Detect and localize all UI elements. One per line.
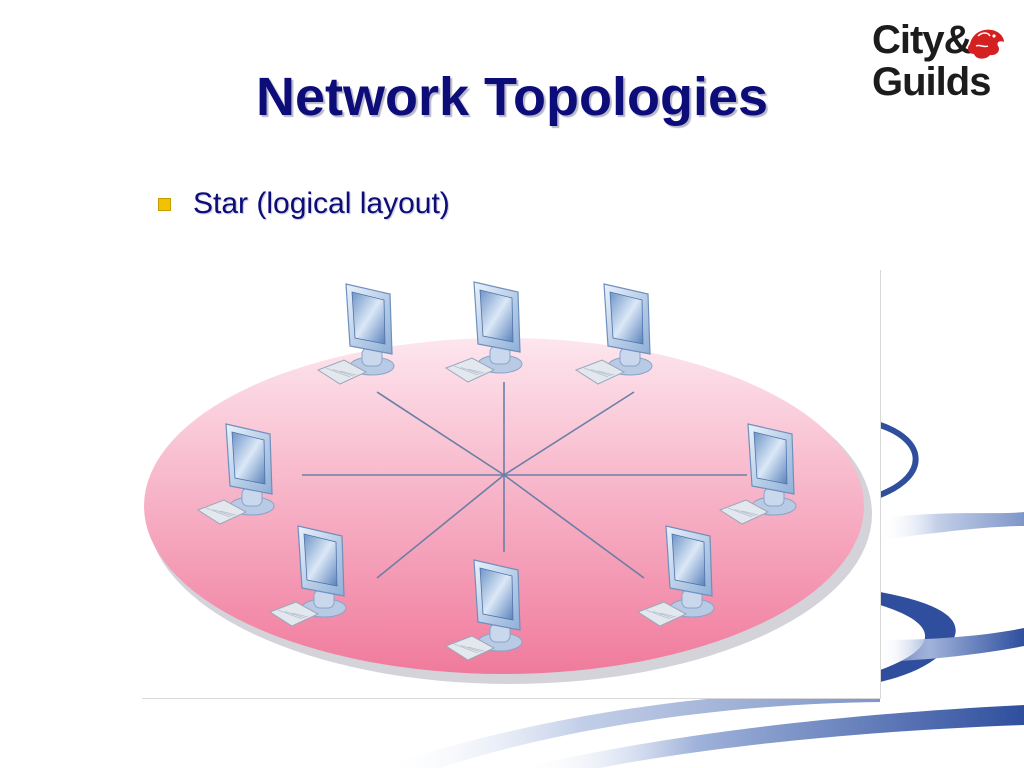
computer-icon xyxy=(718,423,797,525)
computer-icon xyxy=(196,423,275,525)
computer-icon xyxy=(444,281,523,383)
spoke-workstation-8 xyxy=(503,474,645,579)
slide-title: Network Topologies xyxy=(255,67,769,127)
computer-icon xyxy=(444,559,523,661)
spoke-workstation-6 xyxy=(376,474,505,579)
computer-icon xyxy=(574,283,653,385)
city-and-guilds-logo: City& Guilds xyxy=(872,18,1012,108)
star-topology-svg xyxy=(144,281,872,684)
star-spokes xyxy=(302,382,747,579)
lion-emblem-icon xyxy=(967,29,1004,59)
bullet-text: Star (logical layout) xyxy=(193,187,450,220)
spoke-workstation-3 xyxy=(503,391,635,476)
logo-text-line-2: Guilds xyxy=(872,60,991,104)
star-topology-diagram xyxy=(142,270,881,699)
computer-icon xyxy=(268,525,347,627)
computer-icon xyxy=(316,283,395,385)
logo-text-line-1: City& xyxy=(872,18,972,62)
computer-icon xyxy=(636,525,715,627)
spoke-workstation-1 xyxy=(376,391,505,476)
workstation-nodes xyxy=(196,281,797,661)
bullet-marker-icon xyxy=(158,197,171,211)
bullet-item: Star (logical layout) xyxy=(158,184,450,224)
